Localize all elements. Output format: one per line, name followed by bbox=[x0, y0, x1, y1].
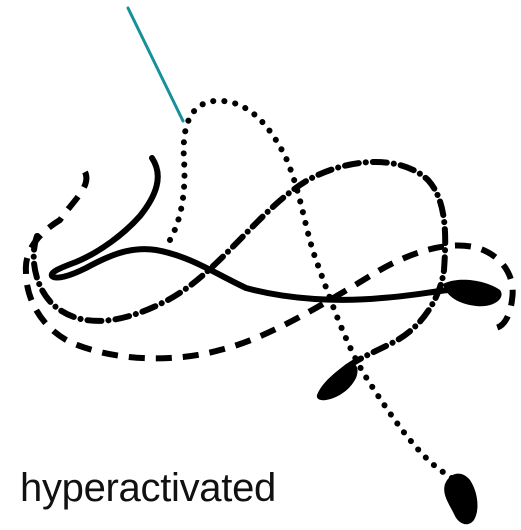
pointer-line bbox=[126, 6, 185, 123]
head-bottom bbox=[444, 473, 478, 525]
dotted-trajectory-path bbox=[167, 97, 465, 489]
head-middle bbox=[316, 362, 358, 401]
head-right bbox=[443, 279, 502, 307]
dash-dot-trajectory-path bbox=[30, 159, 449, 371]
figure-caption: hyperactivated bbox=[20, 466, 276, 510]
solid-trajectory-path bbox=[48, 155, 451, 303]
